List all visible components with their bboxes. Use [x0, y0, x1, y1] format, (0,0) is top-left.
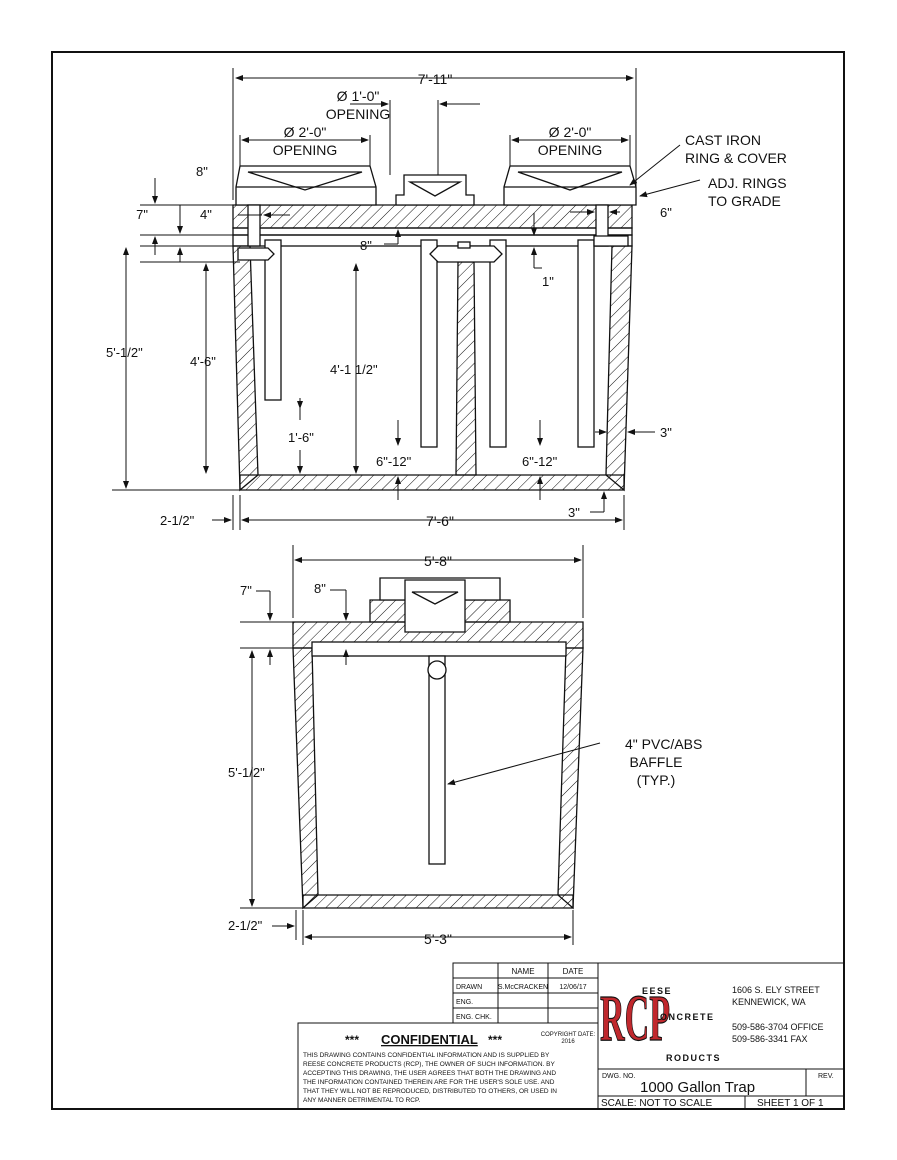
svg-text:ENG.: ENG. — [456, 999, 473, 1006]
svg-text:(TYP.): (TYP.) — [637, 772, 676, 788]
baffle-right — [577, 239, 595, 448]
svg-text:8": 8" — [360, 238, 372, 253]
title-block-text: NAME DATE DRAWN S.McCRACKEN 12/06/17 ENG… — [303, 967, 834, 1109]
svg-text:TO GRADE: TO GRADE — [708, 193, 781, 209]
dim-center-opening: Ø 1'-0" — [337, 88, 380, 104]
dim-overall-width: 7'-11" — [418, 71, 453, 87]
svg-text:EESE: EESE — [642, 986, 672, 996]
side-floor — [302, 894, 574, 909]
svg-text:5'-3": 5'-3" — [424, 931, 452, 947]
title-block — [297, 962, 845, 1110]
svg-text:***: *** — [488, 1033, 502, 1047]
rcp-logo: RCP EESE ONCRETE RODUCTS — [599, 981, 721, 1063]
svg-text:1": 1" — [542, 274, 554, 289]
top-dimension-lines — [112, 68, 701, 530]
svg-text:5'-8": 5'-8" — [424, 553, 452, 569]
svg-text:2-1/2": 2-1/2" — [228, 918, 263, 933]
svg-text:ANY MANNER DETRIMENTAL TO RCP.: ANY MANNER DETRIMENTAL TO RCP. — [303, 1097, 420, 1104]
svg-text:RING & COVER: RING & COVER — [685, 150, 787, 166]
svg-text:509-586-3704 OFFICE: 509-586-3704 OFFICE — [732, 1022, 824, 1032]
side-dimension-lines — [240, 545, 601, 945]
svg-text:SHEET 1 OF 1: SHEET 1 OF 1 — [757, 1098, 824, 1109]
center-divider — [455, 261, 477, 476]
svg-text:7'-6": 7'-6" — [426, 513, 454, 529]
top-labels: 7'-11" Ø 1'-0" OPENING Ø 2'-0" OPENING Ø… — [106, 71, 787, 529]
svg-text:BAFFLE: BAFFLE — [630, 754, 683, 770]
svg-text:4": 4" — [200, 207, 212, 222]
svg-text:THIS DRAWING CONTAINS CONFIDEN: THIS DRAWING CONTAINS CONFIDENTIAL INFOR… — [303, 1052, 550, 1059]
svg-text:REV.: REV. — [818, 1073, 834, 1080]
baffle-center-right — [489, 239, 507, 448]
top-section-view — [232, 165, 637, 492]
svg-text:THAT THEY WILL NOT BE REPRODUC: THAT THEY WILL NOT BE REPRODUCED, DISTRI… — [303, 1088, 557, 1095]
svg-text:DATE: DATE — [563, 967, 584, 976]
svg-text:OPENING: OPENING — [273, 142, 338, 158]
svg-text:2016: 2016 — [561, 1039, 575, 1045]
svg-text:***: *** — [345, 1033, 359, 1047]
svg-text:COPYRIGHT DATE:: COPYRIGHT DATE: — [541, 1032, 596, 1038]
svg-text:509-586-3341 FAX: 509-586-3341 FAX — [732, 1034, 808, 1044]
drawing-title: 1000 Gallon Trap — [640, 1079, 755, 1096]
side-labels: 5'-8" 7" 8" 5'-1/2" 4" PVC/ABS BAFFLE (T… — [228, 553, 702, 947]
svg-text:8": 8" — [314, 581, 326, 596]
svg-text:6"-12": 6"-12" — [376, 454, 412, 469]
top-slab — [232, 204, 633, 229]
svg-text:4'-1 1/2": 4'-1 1/2" — [330, 362, 378, 377]
svg-text:7": 7" — [240, 583, 252, 598]
cast-iron-note: CAST IRON — [685, 132, 761, 148]
svg-text:NAME: NAME — [511, 967, 534, 976]
svg-text:OPENING: OPENING — [326, 106, 391, 122]
svg-text:DWG. NO.: DWG. NO. — [602, 1073, 635, 1080]
svg-text:2-1/2": 2-1/2" — [160, 513, 195, 528]
baffle-note: 4" PVC/ABS — [625, 736, 702, 752]
left-wall — [232, 245, 259, 492]
side-baffle — [428, 655, 446, 865]
adj-rings-note: ADJ. RINGS — [708, 175, 787, 191]
svg-text:3": 3" — [568, 505, 580, 520]
dim-right-opening: Ø 2'-0" — [549, 124, 592, 140]
logo-letters: RCP — [600, 982, 670, 1055]
tank-floor — [239, 474, 625, 491]
svg-text:RODUCTS: RODUCTS — [666, 1053, 721, 1063]
svg-text:ENG. CHK.: ENG. CHK. — [456, 1014, 492, 1021]
svg-text:KENNEWICK, WA: KENNEWICK, WA — [732, 997, 806, 1007]
svg-text:7": 7" — [136, 207, 148, 222]
center-cover — [395, 174, 475, 206]
svg-text:5'-1/2": 5'-1/2" — [228, 765, 265, 780]
svg-text:8": 8" — [196, 164, 208, 179]
svg-text:S.McCRACKEN: S.McCRACKEN — [498, 984, 548, 991]
baffle-left — [264, 239, 282, 401]
svg-text:6"-12": 6"-12" — [522, 454, 558, 469]
pipe-circle — [427, 660, 447, 680]
svg-text:3": 3" — [660, 425, 672, 440]
svg-text:5'-1/2": 5'-1/2" — [106, 345, 143, 360]
svg-text:REESE CONCRETE PRODUCTS (RCP),: REESE CONCRETE PRODUCTS (RCP), THE OWNER… — [303, 1061, 555, 1068]
svg-text:OPENING: OPENING — [538, 142, 603, 158]
svg-text:SCALE: NOT TO SCALE: SCALE: NOT TO SCALE — [601, 1098, 712, 1109]
side-left-wall — [292, 647, 319, 910]
svg-text:6": 6" — [660, 205, 672, 220]
svg-text:ONCRETE: ONCRETE — [660, 1012, 715, 1022]
baffle-center-left — [420, 239, 438, 448]
side-right-wall — [557, 647, 584, 910]
confidential-title: CONFIDENTIAL — [381, 1032, 478, 1047]
svg-text:1606 S. ELY STREET: 1606 S. ELY STREET — [732, 985, 820, 995]
side-section-view — [292, 577, 584, 910]
svg-text:THE INFORMATION CONTAINED THER: THE INFORMATION CONTAINED THEREIN ARE FO… — [303, 1079, 555, 1086]
svg-text:1'-6": 1'-6" — [288, 430, 314, 445]
right-wall — [605, 245, 633, 492]
svg-text:DRAWN: DRAWN — [456, 984, 482, 991]
svg-text:12/06/17: 12/06/17 — [559, 984, 586, 991]
svg-text:4'-6": 4'-6" — [190, 354, 216, 369]
svg-text:ACCEPTING THIS DRAWING, THE US: ACCEPTING THIS DRAWING, THE USER AGREES … — [303, 1070, 556, 1077]
dim-left-opening: Ø 2'-0" — [284, 124, 327, 140]
